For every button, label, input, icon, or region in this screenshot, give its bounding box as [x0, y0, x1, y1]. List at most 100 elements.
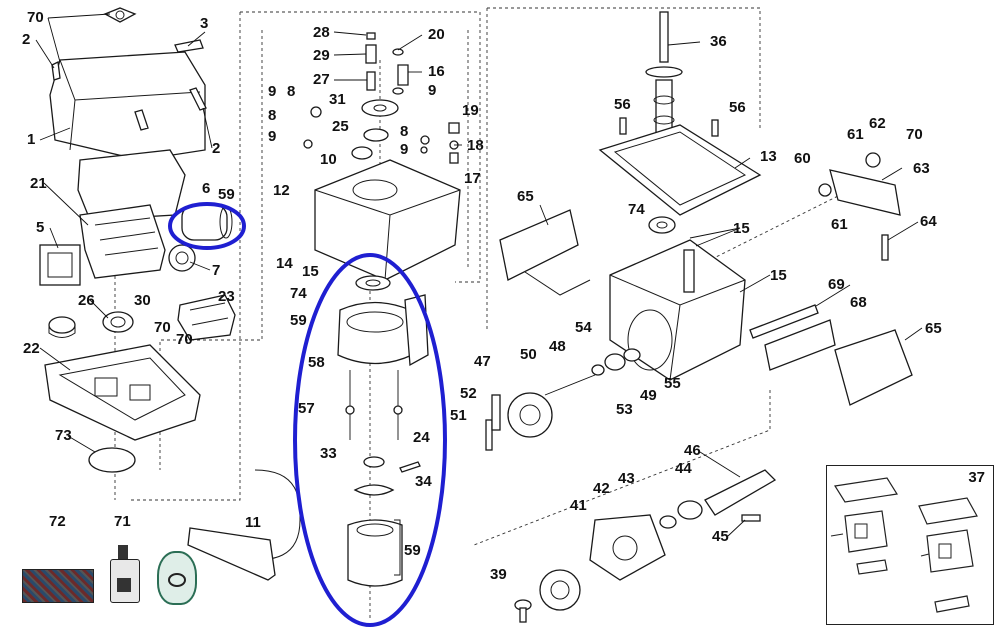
part-label: 3 [200, 15, 208, 32]
part-label: 70 [176, 331, 193, 348]
part-label: 23 [218, 288, 235, 305]
motor-shaft-parts [303, 32, 460, 164]
part-label: 28 [313, 24, 330, 41]
part-label: 15 [302, 263, 319, 280]
part-label: 61 [831, 216, 848, 233]
part-label: 17 [464, 170, 481, 187]
base-plate [44, 344, 201, 441]
gasket-13 [598, 124, 762, 216]
part-label: 8 [400, 123, 408, 140]
part-label: 12 [273, 182, 290, 199]
part-label: 9 [428, 82, 436, 99]
part-labels: 70 2 3 1 2 21 6 59 5 7 26 30 23 70 70 22… [22, 9, 942, 583]
bearing-26 [102, 311, 134, 333]
part-label: 9 [268, 83, 276, 100]
part-label: 44 [675, 460, 692, 477]
part-label: 13 [760, 148, 777, 165]
part-label: 65 [925, 320, 942, 337]
part-label: 8 [268, 107, 276, 124]
part-label: 21 [30, 175, 47, 192]
part-label: 15 [733, 220, 750, 237]
mounting-plates [749, 304, 913, 406]
part-label: 69 [828, 276, 845, 293]
gear-39 [514, 569, 581, 623]
part-label: 19 [462, 102, 479, 119]
part-label: 58 [308, 354, 325, 371]
part-label: 50 [520, 346, 537, 363]
highlight-markings [168, 202, 447, 627]
bag-icon [157, 551, 197, 605]
part-label: 68 [850, 294, 867, 311]
part-label: 29 [313, 47, 330, 64]
capacitor [181, 204, 233, 241]
part-label: 48 [549, 338, 566, 355]
cover-65-upper [499, 209, 591, 296]
part-label: 59 [218, 186, 235, 203]
part-label: 10 [320, 151, 337, 168]
part-label: 11 [245, 514, 261, 531]
part-label: 47 [474, 353, 491, 370]
part-label: 60 [794, 150, 811, 167]
cover-assembly [49, 7, 207, 161]
part-label: 57 [298, 400, 315, 417]
inset-detail-box: 37 [826, 465, 994, 625]
wiring-harness-11 [187, 469, 301, 581]
textured-pad [22, 569, 94, 603]
part-label: 56 [729, 99, 746, 116]
part-label: 41 [570, 497, 587, 514]
gearbox-15 [609, 239, 746, 381]
part-label: 70 [906, 126, 923, 143]
part-label: 52 [460, 385, 477, 402]
input-shaft-parts [485, 348, 641, 451]
part-label: 8 [287, 83, 295, 100]
part-label: 70 [154, 319, 171, 336]
part-label: 55 [664, 375, 681, 392]
part-label: 1 [27, 131, 35, 148]
inset-label: 37 [968, 469, 985, 486]
part-label: 36 [710, 33, 727, 50]
part-label: 16 [428, 63, 445, 80]
limit-lever-63 [818, 152, 901, 261]
part-label: 39 [490, 566, 507, 583]
bottle-body [110, 559, 140, 603]
dowel-pins-56 [619, 117, 719, 137]
part-label: 54 [575, 319, 592, 336]
part-label: 2 [212, 140, 220, 157]
part-label: 59 [404, 542, 421, 559]
part-label: 62 [869, 115, 886, 132]
encoder-wheel [168, 244, 196, 272]
part-label: 27 [313, 71, 330, 88]
cable-gland-23 [177, 294, 236, 341]
part-label: 18 [467, 137, 484, 154]
part-label: 5 [36, 219, 44, 236]
output-shaft-36 [645, 11, 683, 136]
part-label: 74 [628, 201, 645, 218]
part-label: 64 [920, 213, 937, 230]
part-label: 53 [616, 401, 633, 418]
part-label: 9 [268, 128, 276, 145]
part-label: 2 [22, 31, 30, 48]
motor-unit-59 [337, 275, 429, 587]
motor-box-15 [314, 159, 461, 281]
part-label: 51 [450, 407, 467, 424]
part-label: 9 [400, 141, 408, 158]
part-label: 63 [913, 160, 930, 177]
part-label: 6 [202, 180, 210, 197]
bearing-74-right [648, 216, 676, 234]
part-label: 59 [290, 312, 307, 329]
part-label: 22 [23, 340, 40, 357]
cap-plug [48, 316, 76, 338]
part-label: 14 [276, 255, 293, 272]
part-label: 24 [413, 429, 430, 446]
part-label: 56 [614, 96, 631, 113]
part-label: 30 [134, 292, 151, 309]
bottle-icon [118, 545, 128, 559]
part-label: 45 [712, 528, 729, 545]
transformer [39, 244, 81, 286]
part-label: 71 [114, 513, 131, 530]
part-label: 34 [415, 473, 432, 490]
part-label: 7 [212, 262, 220, 279]
part-label: 33 [320, 445, 337, 462]
part-label: 49 [640, 387, 657, 404]
